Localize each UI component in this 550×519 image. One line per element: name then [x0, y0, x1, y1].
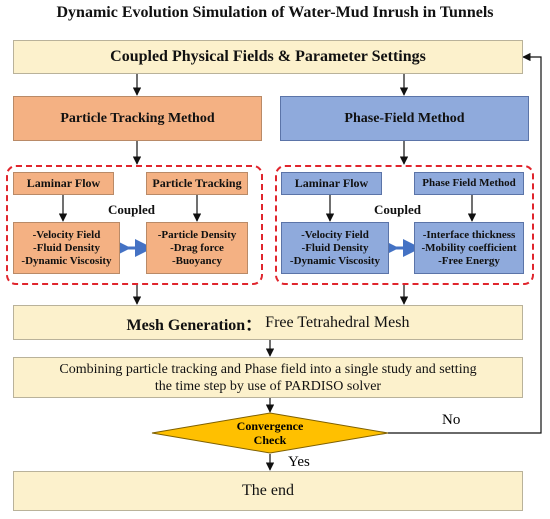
left-particle-outputs-box: -Particle Density -Drag force -Buoyancy	[146, 222, 248, 274]
left-list1-item: -Fluid Density	[33, 241, 100, 254]
parameter-settings-box: Coupled Physical Fields & Parameter Sett…	[13, 40, 523, 74]
no-label: No	[442, 412, 461, 428]
left-laminar-outputs-box: -Velocity Field -Fluid Density -Dynamic …	[13, 222, 120, 274]
combine-line: Combining particle tracking and Phase fi…	[59, 361, 477, 377]
left-particle-tracking-box: Particle Tracking	[146, 172, 248, 195]
convergence-check-label: Convergence Check	[236, 419, 304, 447]
right-list1-item: -Fluid Density	[301, 241, 369, 254]
right-coupled-group	[275, 165, 534, 285]
left-coupled-label: Coupled	[108, 202, 155, 217]
left-list2-item: -Buoyancy	[171, 254, 223, 267]
phase-field-method-box: Phase-Field Method	[280, 96, 529, 141]
right-list1-item: -Dynamic Viscosity	[289, 254, 381, 267]
left-coupled-group	[6, 165, 263, 285]
end-box: The end	[13, 471, 523, 511]
right-list2-item: -Interface thickness	[422, 228, 516, 241]
arrow-no-loop	[388, 52, 542, 434]
left-list1-item: -Dynamic Viscosity	[21, 254, 112, 267]
left-list1-item: -Velocity Field	[32, 228, 101, 241]
right-laminar-flow-box: Laminar Flow	[281, 172, 382, 195]
right-list2-item: -Mobility coefficient	[421, 241, 517, 254]
left-list2-item: -Particle Density	[157, 228, 237, 241]
particle-tracking-method-box: Particle Tracking Method	[13, 96, 262, 141]
diagram-title: Dynamic Evolution Simulation of Water-Mu…	[56, 4, 494, 21]
right-list1-item: -Velocity Field	[301, 228, 369, 241]
yes-label: Yes	[288, 454, 310, 470]
mesh-generation-value: Free Tetrahedral Mesh	[261, 313, 410, 331]
right-coupled-label: Coupled	[374, 202, 421, 217]
right-phase-outputs-box: -Interface thickness -Mobility coefficie…	[414, 222, 524, 274]
left-list2-item: -Drag force	[170, 241, 224, 254]
right-laminar-outputs-box: -Velocity Field -Fluid Density -Dynamic …	[281, 222, 389, 274]
mesh-generation-label: Mesh Generation：	[126, 316, 262, 334]
mesh-generation-box: Mesh Generation： Free Tetrahedral Mesh	[13, 305, 523, 340]
convergence-diamond	[151, 412, 389, 454]
right-list2-item: -Free Energy	[438, 254, 500, 267]
combine-line: the time step by use of PARDISO solver	[154, 378, 382, 394]
combine-study-box: Combining particle tracking and Phase fi…	[13, 357, 523, 398]
left-laminar-flow-box: Laminar Flow	[13, 172, 114, 195]
right-phase-field-box: Phase Field Method	[414, 172, 524, 195]
